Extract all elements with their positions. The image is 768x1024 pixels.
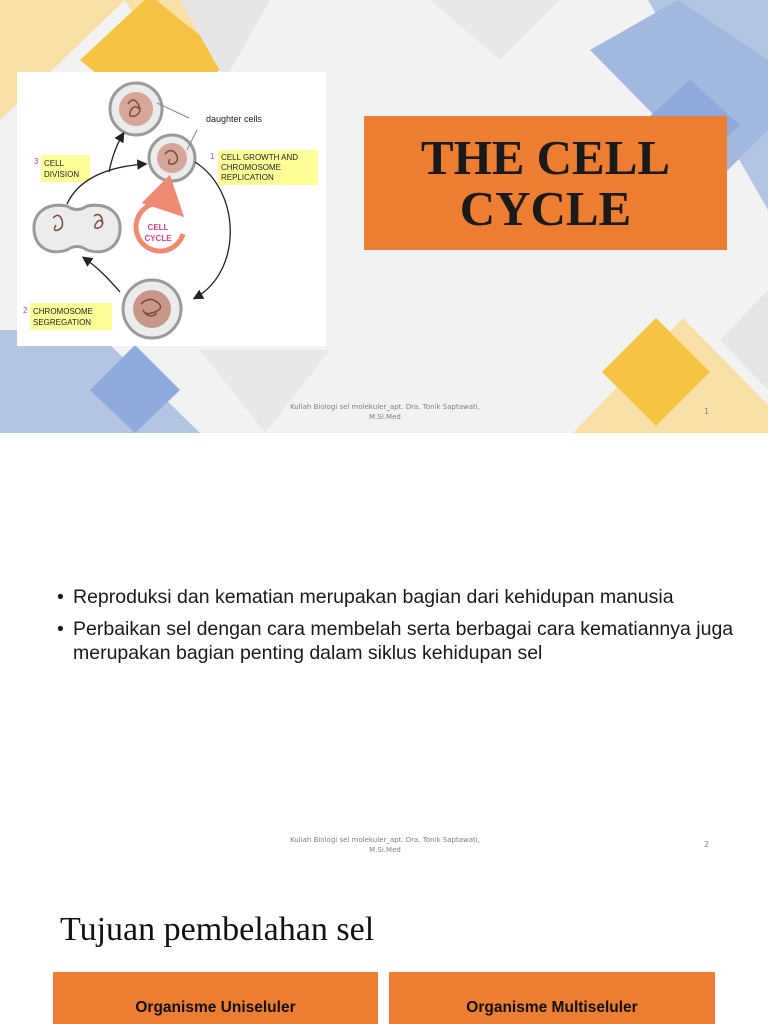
deco-shape — [200, 350, 330, 433]
title-line-1: THE CELL — [420, 130, 671, 185]
unicellular-box: Organisme Uniseluler — [53, 972, 378, 1024]
segregation-cell — [121, 278, 183, 340]
cell-cycle-center: CELL CYCLE — [133, 174, 186, 254]
decorative-shapes — [0, 0, 768, 433]
page-number: 2 — [704, 840, 710, 849]
slide-1: daughter cells 1 CELL GROWTH AND CHROMOS… — [0, 0, 768, 433]
daughter-pointer-line — [156, 102, 190, 119]
slide-title: THE CELL CYCLE — [421, 132, 670, 234]
daughter-cell-right — [147, 133, 197, 183]
deco-shape — [430, 0, 560, 60]
slide-2: • Reproduksi dan kematian merupakan bagi… — [0, 433, 768, 875]
footer-line-1: Kuliah Biologi sel molekuler_apt. Dra. T… — [290, 403, 480, 411]
step1-number: 1 — [210, 152, 215, 161]
step2-number: 2 — [23, 306, 28, 315]
title-line-2: CYCLE — [459, 181, 632, 236]
center-label-line2: CYCLE — [144, 234, 172, 243]
step2-line2: SEGREGATION — [33, 318, 91, 327]
bullet-glyph: • — [57, 586, 64, 608]
daughter-cells-label: daughter cells — [206, 114, 263, 124]
step3-line1: CELL — [44, 159, 65, 168]
bullet-glyph: • — [57, 618, 64, 640]
slide-footer: Kuliah Biologi sel molekuler_apt. Dra. T… — [250, 402, 520, 422]
step1-line3: REPLICATION — [221, 173, 274, 182]
step2-label-bg — [30, 303, 112, 330]
footer-line-1: Kuliah Biologi sel molekuler_apt. Dra. T… — [290, 836, 480, 844]
dividing-cell — [32, 203, 122, 254]
step3-line2: DIVISION — [44, 170, 79, 179]
bullet-item: • Reproduksi dan kematian merupakan bagi… — [57, 585, 737, 609]
unicellular-label: Organisme Uniseluler — [135, 999, 296, 1016]
deco-shape — [602, 318, 710, 426]
title-box: THE CELL CYCLE — [364, 116, 727, 250]
slide-footer: Kuliah Biologi sel molekuler_apt. Dra. T… — [250, 835, 520, 855]
slide-3: Tujuan pembelahan sel Organisme Uniselul… — [0, 875, 768, 1024]
cell-cycle-svg: daughter cells 1 CELL GROWTH AND CHROMOS… — [23, 81, 318, 340]
step3-label-bg — [41, 155, 90, 182]
center-label-line1: CELL — [148, 223, 169, 232]
step1-line1: CELL GROWTH AND — [221, 153, 298, 162]
bullet-text: Reproduksi dan kematian merupakan bagian… — [73, 586, 674, 608]
cycle-arrow-left — [66, 159, 148, 205]
cycle-arrow-bottom-left — [81, 256, 121, 293]
multicellular-box: Organisme Multiseluler — [389, 972, 715, 1024]
multicellular-label: Organisme Multiseluler — [466, 999, 638, 1016]
footer-line-2: M.Si.Med — [369, 846, 401, 854]
step3-number: 3 — [34, 157, 39, 166]
cycle-arrow-right — [192, 161, 231, 300]
cell-cycle-diagram: daughter cells 1 CELL GROWTH AND CHROMOS… — [17, 72, 326, 346]
step1-label-bg — [218, 150, 318, 185]
step2-line1: CHROMOSOME — [33, 307, 93, 316]
footer-line-2: M.Si.Med — [369, 413, 401, 421]
bullet-list: • Reproduksi dan kematian merupakan bagi… — [57, 585, 737, 673]
deco-shape — [180, 0, 270, 80]
bullet-text: Perbaikan sel dengan cara membelah serta… — [73, 618, 734, 664]
daughter-cell-top — [108, 81, 164, 137]
slide-title: Tujuan pembelahan sel — [60, 911, 375, 948]
cycle-arrow-up — [108, 131, 125, 173]
page-number: 1 — [704, 407, 710, 416]
deco-shape — [720, 290, 768, 390]
deco-shape — [90, 345, 180, 433]
step1-line2: CHROMOSOME — [221, 163, 281, 172]
bullet-item: • Perbaikan sel dengan cara membelah ser… — [57, 617, 737, 665]
daughter-pointer-line — [186, 129, 198, 151]
